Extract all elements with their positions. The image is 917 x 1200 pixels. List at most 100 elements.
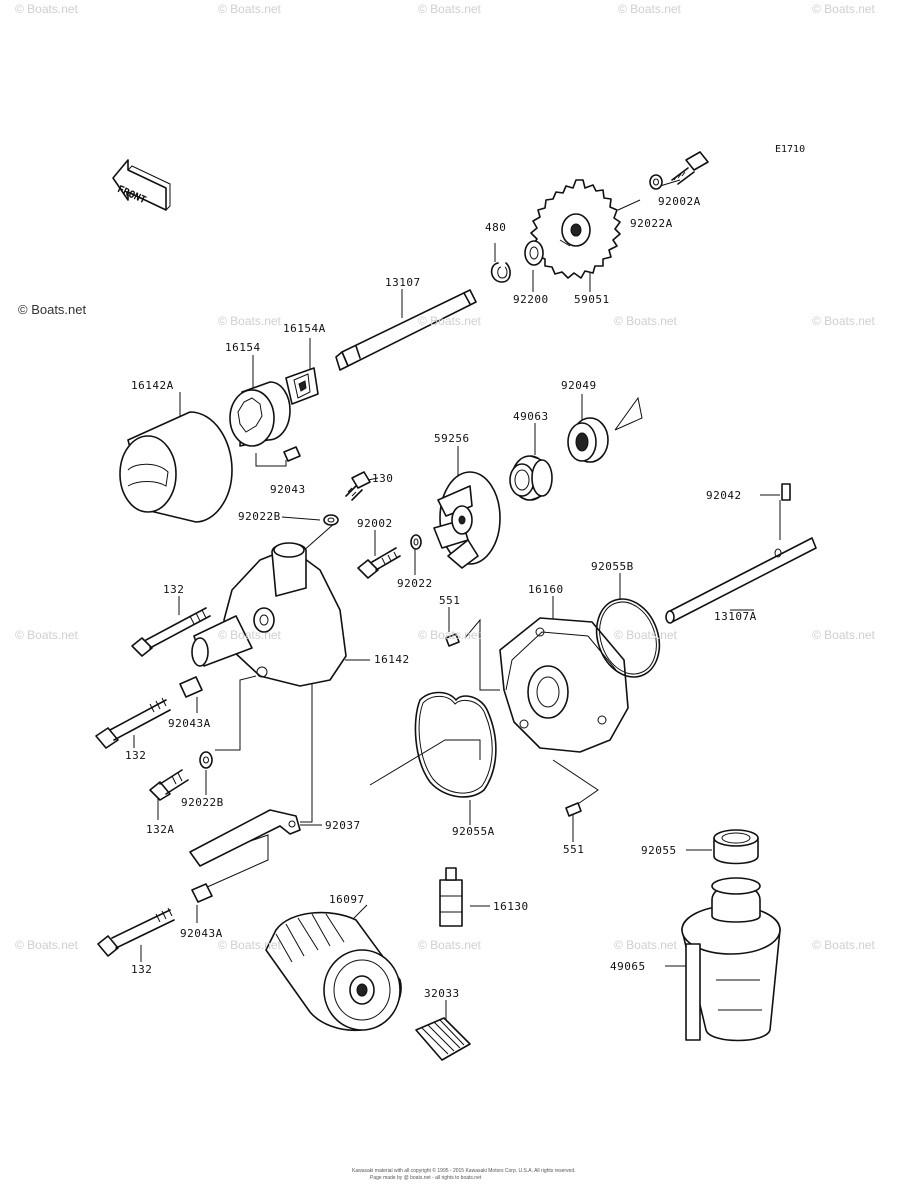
inner-rotor-16154A	[285, 367, 319, 405]
washer-92022B-top	[323, 514, 339, 526]
bolt-92002A	[671, 151, 709, 185]
circlip-480	[490, 262, 511, 283]
part-label-92022A: 92022A	[630, 217, 673, 230]
part-label-132: 132	[125, 749, 147, 762]
watermark: © Boats.net	[418, 314, 481, 328]
front-arrow-icon	[112, 159, 171, 211]
watermark: © Boats.net	[812, 2, 875, 16]
part-label-92022: 92022	[397, 577, 433, 590]
gasket-92055A	[414, 691, 497, 798]
part-label-132: 132	[163, 583, 185, 596]
shaft-13107A	[665, 537, 817, 624]
part-label-132: 132	[131, 963, 153, 976]
part-label-92043A: 92043A	[180, 927, 223, 940]
cover-16160	[499, 617, 629, 753]
part-label-92055A: 92055A	[452, 825, 495, 838]
watermark: © Boats.net	[418, 2, 481, 16]
part-label-92002A: 92002A	[658, 195, 701, 208]
part-label-130: 130	[372, 472, 394, 485]
part-label-551: 551	[563, 843, 585, 856]
brand-watermark: © Boats.net	[18, 302, 87, 317]
fitting-16130	[439, 867, 463, 927]
part-label-92043: 92043	[270, 483, 306, 496]
watermark: © Boats.net	[812, 628, 875, 642]
watermark: © Boats.net	[614, 938, 677, 952]
bearing-92049	[567, 417, 609, 463]
watermark: © Boats.net	[218, 2, 281, 16]
part-label-13107: 13107	[385, 276, 421, 289]
part-label-16154A: 16154A	[283, 322, 326, 335]
bolt-92002	[357, 547, 401, 579]
bolt-132A	[149, 769, 189, 801]
pin-92043A-top	[179, 676, 203, 698]
o-ring-92055B	[595, 598, 661, 678]
seal-92055	[713, 829, 759, 865]
part-label-59256: 59256	[434, 432, 470, 445]
washer-92200	[524, 240, 544, 266]
part-label-13107A: 13107A	[714, 610, 757, 623]
watermark: © Boats.net	[15, 2, 78, 16]
pin-92043A-bottom	[191, 883, 213, 903]
outer-rotor-16154	[229, 381, 291, 447]
watermark: © Boats.net	[418, 628, 481, 642]
part-label-92037: 92037	[325, 819, 361, 832]
watermark: © Boats.net	[614, 628, 677, 642]
copyright-line: Kawasaki material with all copyright © 1…	[352, 1168, 576, 1174]
impeller-59256	[433, 471, 501, 569]
part-label-49065: 49065	[610, 960, 646, 973]
part-label-480: 480	[485, 221, 507, 234]
pin-92043	[283, 446, 301, 462]
watermark: © Boats.net	[418, 938, 481, 952]
part-label-59051: 59051	[574, 293, 610, 306]
bolt-132-mid	[95, 697, 171, 749]
part-label-16130: 16130	[493, 900, 529, 913]
washer-92022A	[649, 174, 663, 190]
part-label-92042: 92042	[706, 489, 742, 502]
part-label-92022B: 92022B	[238, 510, 281, 523]
part-label-92055: 92055	[641, 844, 677, 857]
part-label-16097: 16097	[329, 893, 365, 906]
pin-551-top	[445, 633, 460, 647]
washer-92022B-bottom	[199, 751, 213, 769]
part-label-16142: 16142	[374, 653, 410, 666]
watermark: © Boats.net	[614, 314, 677, 328]
copyright-line: Page made by @ boats.net - all rights to…	[370, 1175, 482, 1181]
part-label-16142A: 16142A	[131, 379, 174, 392]
oil-seal-49063	[509, 455, 553, 501]
watermark: © Boats.net	[812, 314, 875, 328]
part-label-16154: 16154	[225, 341, 261, 354]
housing-16142A	[119, 411, 233, 523]
part-label-49063: 49063	[513, 410, 549, 423]
part-label-16160: 16160	[528, 583, 564, 596]
part-label-32033: 32033	[424, 987, 460, 1000]
bolt-132-top	[131, 607, 211, 657]
pin-92042	[781, 483, 791, 501]
leader-lines	[133, 179, 781, 1020]
part-label-92055B: 92055B	[591, 560, 634, 573]
part-label-132A: 132A	[146, 823, 175, 836]
strainer-49065	[681, 877, 781, 1042]
sprocket-59051	[530, 179, 621, 279]
part-label-92022B: 92022B	[181, 796, 224, 809]
oil-filter-16097	[265, 911, 402, 1032]
part-label-92043A: 92043A	[168, 717, 211, 730]
part-label-551: 551	[439, 594, 461, 607]
fitting-32033	[415, 1017, 471, 1061]
watermark: © Boats.net	[618, 2, 681, 16]
watermark: © Boats.net	[218, 938, 281, 952]
watermark: © Boats.net	[218, 628, 281, 642]
part-label-92200: 92200	[513, 293, 549, 306]
pin-551-bottom	[565, 802, 582, 817]
watermark: © Boats.net	[218, 314, 281, 328]
washer-92022	[410, 534, 422, 550]
figure-code: E1710	[775, 144, 806, 155]
bracket-92037	[189, 809, 301, 867]
part-label-92049: 92049	[561, 379, 597, 392]
part-label-92002: 92002	[357, 517, 393, 530]
watermark: © Boats.net	[15, 938, 78, 952]
watermark: © Boats.net	[15, 628, 78, 642]
shaft-13107	[335, 289, 477, 371]
bolt-132-bottom	[97, 907, 175, 957]
watermark: © Boats.net	[812, 938, 875, 952]
